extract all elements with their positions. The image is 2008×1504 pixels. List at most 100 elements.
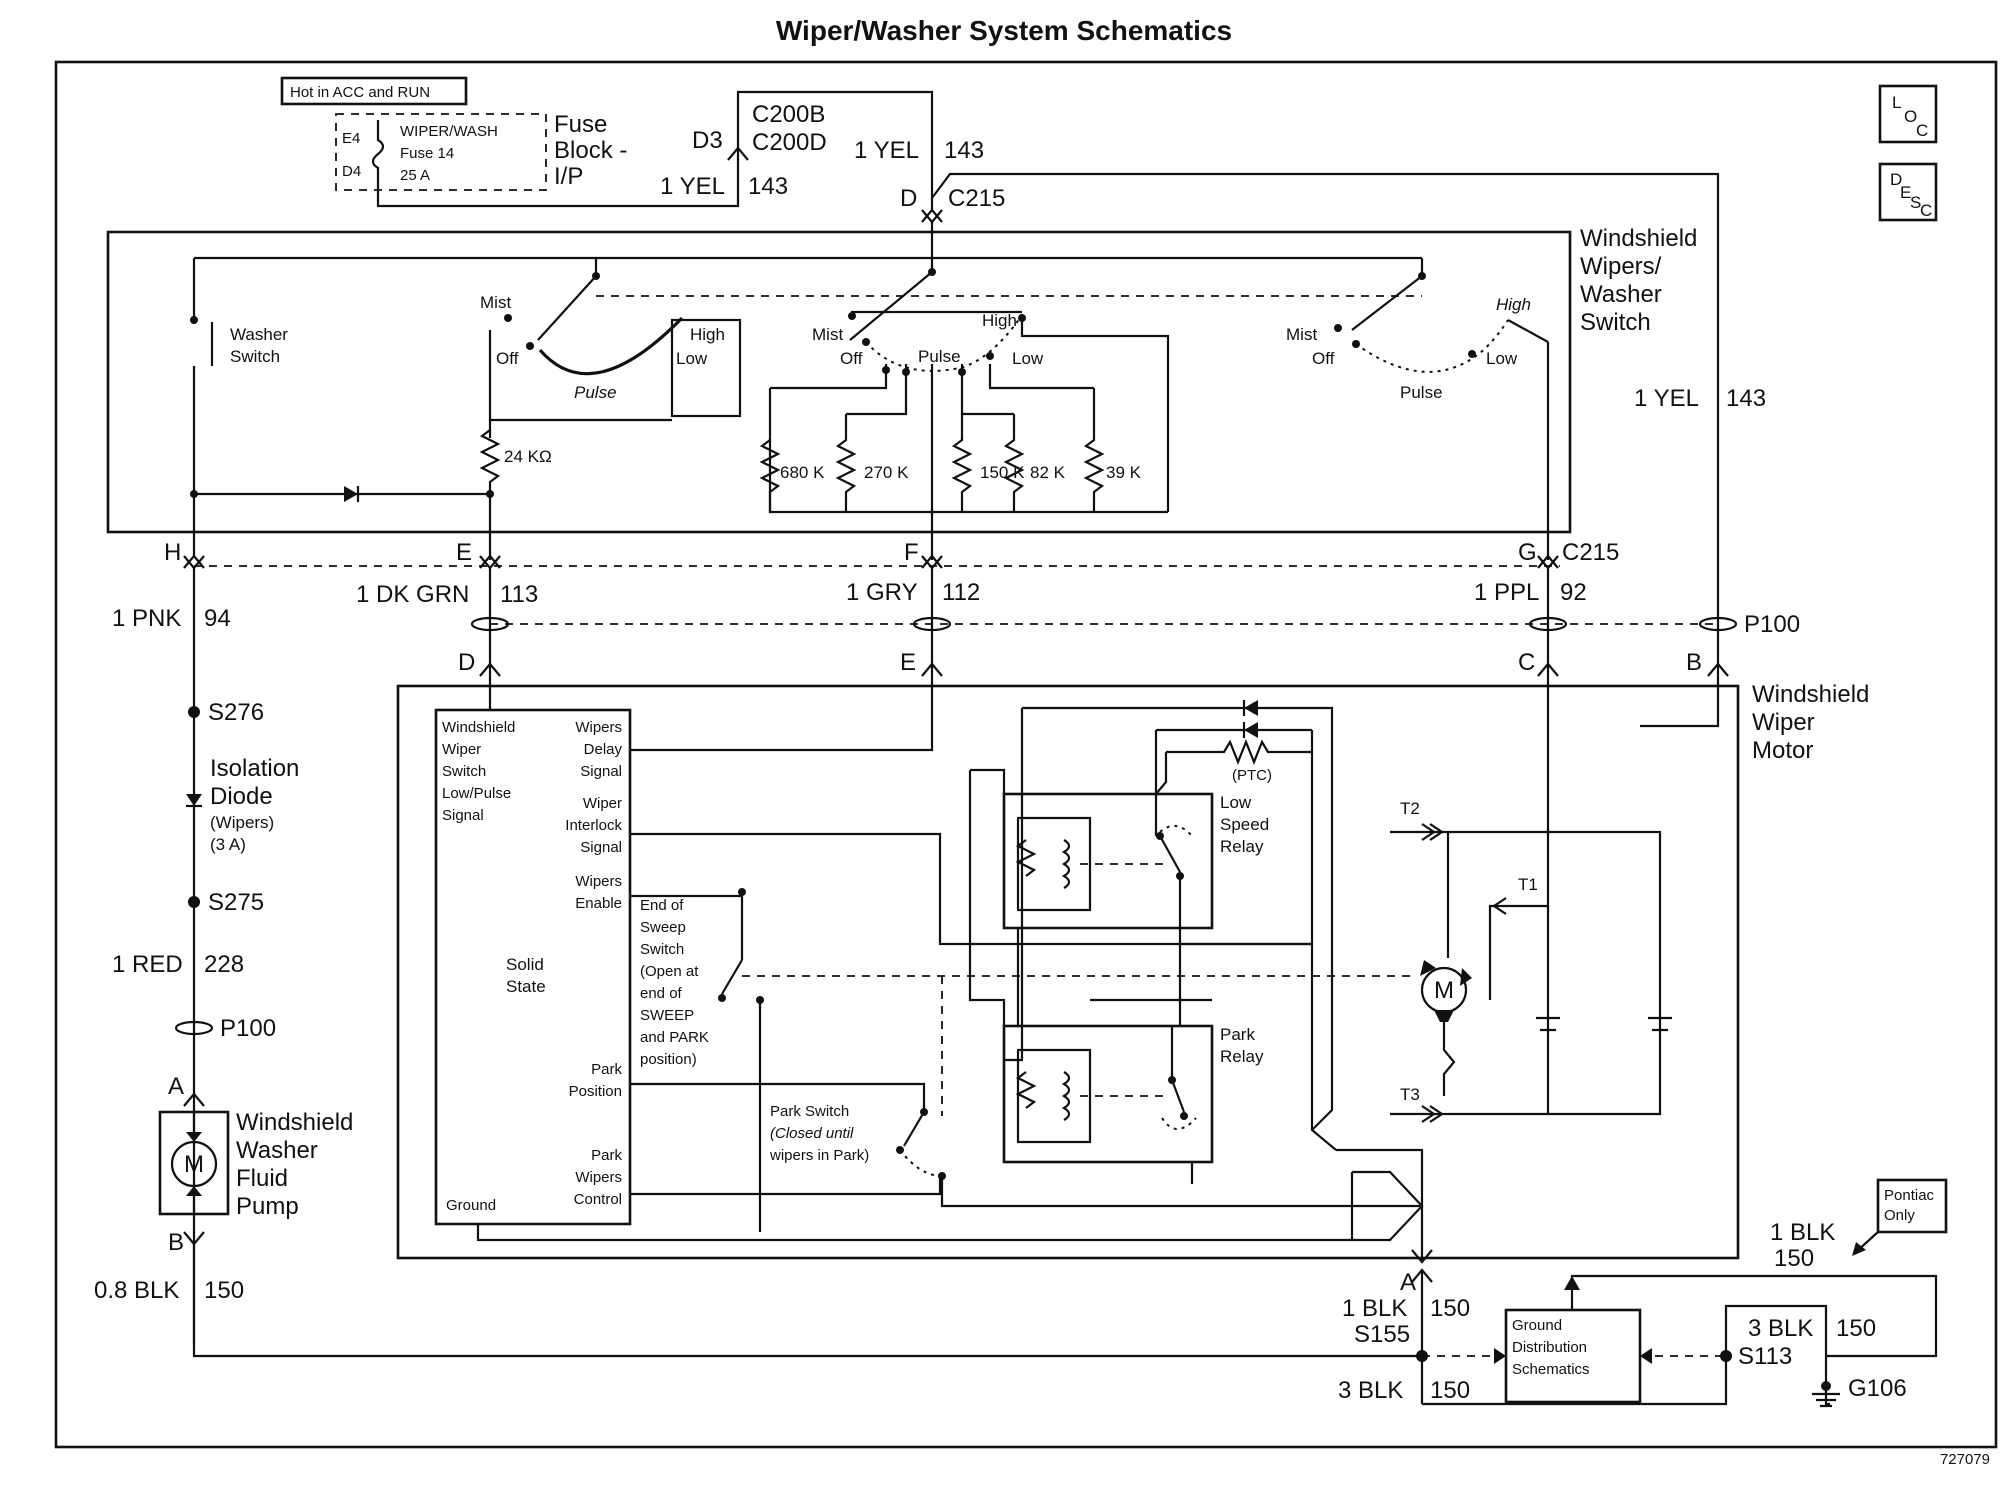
resistor-82k bbox=[1003, 414, 1025, 512]
capacitor-1 bbox=[1536, 1016, 1560, 1032]
svg-text:wipers in Park): wipers in Park) bbox=[769, 1147, 869, 1164]
svg-text:P100: P100 bbox=[1744, 611, 1800, 638]
svg-text:82 K: 82 K bbox=[1030, 463, 1066, 482]
svg-text:Enable: Enable bbox=[575, 895, 622, 912]
wire-yel-right bbox=[931, 172, 1720, 618]
svg-text:High: High bbox=[982, 311, 1017, 330]
svg-text:Windshield: Windshield bbox=[236, 1109, 353, 1136]
svg-text:Only: Only bbox=[1884, 1207, 1915, 1224]
svg-text:1 PPL: 1 PPL bbox=[1474, 579, 1539, 606]
svg-text:(PTC): (PTC) bbox=[1232, 767, 1272, 784]
svg-text:S: S bbox=[1910, 193, 1921, 212]
svg-text:SWEEP: SWEEP bbox=[640, 1007, 694, 1024]
svg-text:Signal: Signal bbox=[580, 839, 622, 856]
svg-text:C215: C215 bbox=[1562, 539, 1619, 566]
svg-text:(Open at: (Open at bbox=[640, 963, 699, 980]
svg-text:Wiper: Wiper bbox=[442, 741, 481, 758]
svg-text:228: 228 bbox=[204, 951, 244, 978]
svg-text:Windshield: Windshield bbox=[1752, 681, 1869, 708]
svg-text:1 DK GRN: 1 DK GRN bbox=[356, 581, 469, 608]
desc-icon[interactable]: D E S C bbox=[1878, 162, 1938, 222]
svg-text:1 RED: 1 RED bbox=[112, 951, 183, 978]
svg-text:Low: Low bbox=[1486, 349, 1518, 368]
svg-text:T1: T1 bbox=[1518, 875, 1538, 894]
svg-text:Signal: Signal bbox=[580, 763, 622, 780]
resistor-39k bbox=[1083, 388, 1105, 512]
hot-label: Hot in ACC and RUN bbox=[290, 84, 430, 101]
svg-text:Fuse: Fuse bbox=[554, 111, 607, 138]
svg-text:Low/Pulse: Low/Pulse bbox=[442, 785, 511, 802]
svg-text:Isolation: Isolation bbox=[210, 755, 299, 782]
resistor-680k bbox=[759, 439, 781, 512]
svg-text:Low: Low bbox=[1012, 349, 1044, 368]
splice-s276 bbox=[188, 706, 200, 718]
svg-text:Pulse: Pulse bbox=[1400, 383, 1443, 402]
svg-text:C200D: C200D bbox=[752, 129, 827, 156]
svg-text:Park: Park bbox=[591, 1147, 622, 1164]
diode-switch bbox=[344, 486, 358, 502]
svg-text:WIPER/WASH: WIPER/WASH bbox=[400, 123, 498, 140]
svg-text:M: M bbox=[184, 1151, 204, 1178]
svg-text:Relay: Relay bbox=[1220, 837, 1264, 856]
svg-text:Park: Park bbox=[591, 1061, 622, 1078]
svg-text:E4: E4 bbox=[342, 130, 360, 147]
solid-state-module bbox=[434, 708, 632, 1226]
svg-text:C: C bbox=[1518, 649, 1535, 676]
svg-text:Switch: Switch bbox=[640, 941, 684, 958]
svg-text:0.8 BLK: 0.8 BLK bbox=[94, 1277, 179, 1304]
svg-text:Off: Off bbox=[496, 349, 519, 368]
svg-text:Pontiac: Pontiac bbox=[1884, 1187, 1935, 1204]
svg-text:C200B: C200B bbox=[752, 101, 825, 128]
svg-text:D: D bbox=[900, 185, 917, 212]
motor-assembly-box bbox=[396, 684, 1740, 1260]
svg-text:(Wipers): (Wipers) bbox=[210, 813, 274, 832]
svg-text:E: E bbox=[456, 539, 472, 566]
svg-text:D: D bbox=[458, 649, 475, 676]
wire-switch-top bbox=[194, 256, 598, 276]
mist-blade-left bbox=[537, 275, 597, 341]
svg-text:Off: Off bbox=[840, 349, 863, 368]
svg-text:S275: S275 bbox=[208, 889, 264, 916]
ground-symbol bbox=[1812, 1390, 1840, 1408]
svg-text:1 PNK: 1 PNK bbox=[112, 605, 181, 632]
svg-text:end of: end of bbox=[640, 985, 683, 1002]
end-of-sweep-label: End of Sweep Switch (Open at end of SWEE… bbox=[640, 897, 709, 1068]
svg-text:270 K: 270 K bbox=[864, 463, 909, 482]
svg-text:E: E bbox=[900, 649, 916, 676]
svg-text:1 GRY: 1 GRY bbox=[846, 579, 918, 606]
isolation-diode-symbol bbox=[186, 794, 202, 808]
svg-text:High: High bbox=[690, 325, 725, 344]
svg-text:Ground: Ground bbox=[446, 1197, 496, 1214]
svg-text:Windshield: Windshield bbox=[442, 719, 515, 736]
svg-text:1 YEL: 1 YEL bbox=[854, 137, 919, 164]
low-speed-relay bbox=[1002, 792, 1214, 930]
svg-text:I/P: I/P bbox=[554, 163, 583, 190]
svg-text:Wipers: Wipers bbox=[575, 719, 622, 736]
svg-text:Control: Control bbox=[574, 1191, 622, 1208]
svg-text:Washer: Washer bbox=[1580, 281, 1662, 308]
svg-text:Switch: Switch bbox=[442, 763, 486, 780]
svg-text:position): position) bbox=[640, 1051, 697, 1068]
svg-text:P100: P100 bbox=[220, 1015, 276, 1042]
svg-text:3 BLK: 3 BLK bbox=[1338, 1377, 1403, 1404]
resistor-270k bbox=[835, 414, 857, 512]
svg-text:1 BLK: 1 BLK bbox=[1770, 1219, 1835, 1246]
svg-text:M: M bbox=[1434, 977, 1454, 1004]
svg-text:D3: D3 bbox=[692, 127, 723, 154]
svg-text:Pulse: Pulse bbox=[918, 347, 961, 366]
fuse-symbol bbox=[371, 120, 385, 190]
switch-assembly-box bbox=[106, 230, 1572, 534]
svg-text:T2: T2 bbox=[1400, 799, 1420, 818]
svg-text:150: 150 bbox=[1430, 1295, 1470, 1322]
svg-text:143: 143 bbox=[748, 173, 788, 200]
p100-connector-left bbox=[174, 1020, 214, 1036]
svg-text:Schematics: Schematics bbox=[1512, 1361, 1590, 1378]
capacitor-2 bbox=[1648, 1016, 1672, 1032]
svg-text:Delay: Delay bbox=[584, 741, 623, 758]
svg-text:S276: S276 bbox=[208, 699, 264, 726]
loc-icon[interactable]: L O C bbox=[1878, 84, 1938, 144]
svg-text:(3 A): (3 A) bbox=[210, 835, 246, 854]
fuse-block: Hot in ACC and RUN E4 D4 WIPER/WASH Fuse… bbox=[280, 76, 627, 191]
svg-text:1 YEL: 1 YEL bbox=[1634, 385, 1699, 412]
